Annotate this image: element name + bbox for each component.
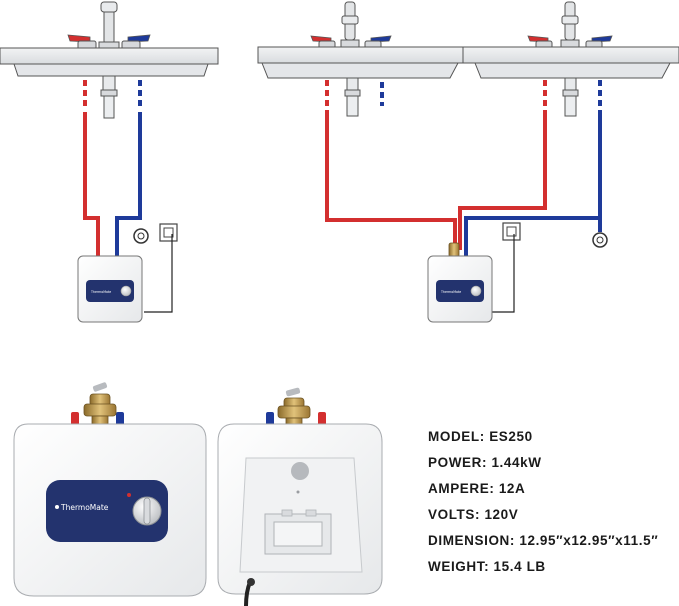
power-outlet-icon: [159, 223, 178, 242]
spec-value: ES250: [489, 429, 533, 444]
spec-row-ampere: AMPERE: 12A: [428, 476, 678, 502]
spec-row-weight: WEIGHT: 15.4 LB: [428, 554, 678, 580]
spec-label: MODEL:: [428, 429, 490, 444]
small-brand-logo: ThermoMate: [90, 290, 111, 294]
hot-water-line: [83, 80, 100, 258]
spec-label: WEIGHT:: [428, 559, 494, 574]
power-outlet-icon: [502, 222, 521, 241]
drain-pipe: [344, 77, 361, 117]
small-water-heater: ThermoMate: [77, 255, 143, 323]
hot-water-line: [325, 110, 547, 250]
spec-value: 12.95″x12.95″x11.5″: [519, 533, 659, 548]
small-dial-icon: [470, 285, 482, 297]
single-sink-installation: ThermoMate: [0, 1, 219, 323]
heater-front-view: ThermoMate: [13, 382, 207, 597]
faucet-icon: [340, 1, 360, 49]
logo-icon: [55, 505, 59, 509]
drain-pipe: [562, 77, 579, 117]
shutoff-valve-icon: [592, 232, 608, 248]
spec-row-model: MODEL: ES250: [428, 424, 678, 450]
sink: [257, 46, 464, 79]
cold-water-line: [464, 110, 602, 258]
spec-value: 120V: [484, 507, 519, 522]
small-dial-icon: [120, 285, 132, 297]
cold-water-line: [115, 80, 142, 258]
sink: [462, 46, 679, 79]
small-brand-logo: ThermoMate: [440, 290, 461, 294]
faucet-icon: [560, 1, 580, 49]
indicator-light-icon: [127, 493, 131, 497]
power-cord: [490, 234, 515, 313]
mounting-bracket: [264, 509, 332, 555]
shutoff-valve-icon: [133, 228, 149, 244]
brass-fitting-icon: [448, 242, 460, 258]
spec-row-volts: VOLTS: 120V: [428, 502, 678, 528]
spec-value: 12A: [498, 481, 526, 496]
small-water-heater: ThermoMate: [427, 255, 493, 323]
spec-label: POWER:: [428, 455, 492, 470]
heater-back-view: [217, 387, 383, 606]
drain-pipe: [100, 75, 118, 119]
pressure-relief-valve-icon: [83, 382, 117, 429]
spec-row-power: POWER: 1.44kW: [428, 450, 678, 476]
spec-row-dimension: DIMENSION: 12.95″x12.95″x11.5″: [428, 528, 678, 554]
power-cord: [144, 234, 173, 313]
double-sink-installation: ThermoMate: [257, 1, 679, 323]
sink: [0, 47, 219, 77]
faucet-icon: [98, 1, 120, 51]
back-plug-icon: [291, 462, 309, 480]
spec-label: VOLTS:: [428, 507, 485, 522]
spec-label: DIMENSION:: [428, 533, 520, 548]
spec-value: 1.44kW: [491, 455, 542, 470]
brand-logo: ThermoMate: [60, 503, 109, 512]
spec-label: AMPERE:: [428, 481, 499, 496]
spec-value: 15.4 LB: [493, 559, 546, 574]
control-panel: [46, 480, 168, 542]
